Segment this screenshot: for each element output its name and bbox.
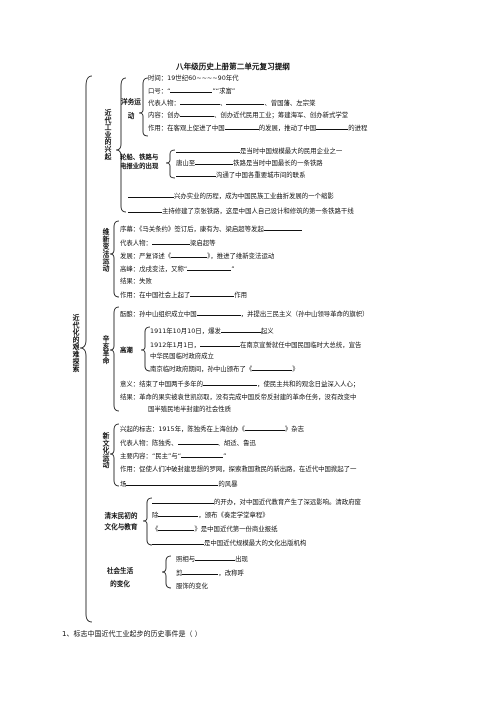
yangwu-time: 时间：19世纪60~~~~90年代 [148,74,239,82]
main-bracket [79,75,93,623]
xinhai-climax-4: 南京临时政府期间，孙中山颁布了《》 [150,365,299,373]
reform-develop: 发展：严复译述《》，推进了维新变法运动 [120,252,275,260]
page-title: 八年级历史上册第二单元复习提纲 [176,62,290,71]
social-label-2: 的变化 [110,580,130,588]
xinhai-meaning: 意义：结束了中国两千多年的，使民主共和的观念日益深入人心； [120,380,360,388]
industry-bracket [115,77,127,213]
ships-label-1: 轮船、铁路与 [120,153,159,161]
education-bracket [142,497,153,546]
xinhai-climax-3: 中华民国临时政府成立 [150,352,214,360]
culture-start: 兴起的标志：1915年，陈独秀在上海创办《》杂志 [120,425,305,433]
ships-line3: 沟通了中国各重要城市间的联系 [176,170,305,179]
reform-bracket [109,220,120,298]
xinhai-climax-bracket [140,326,151,372]
culture-figures: 代表人物：陈独秀、、胡适、鲁迅 [120,439,256,447]
yangwu-figures: 代表人物：、、曾国藩、左宗棠 [148,99,316,107]
ships-bracket [165,149,176,179]
reform-preface: 序幕：《马关条约》签订后，康有为、梁启超等发起 [120,224,302,233]
xinhai-result1: 结果：革命的果实被袁世凯窃取，没有完成中国反帝反封建的革命任务，没有改变中 [120,393,357,401]
industry-label: 近代工业的兴起 [103,109,111,161]
culture-label: 新文化运动 [101,432,109,469]
yangwu-content: 内容：创办、创办近代民用工业；筹建海军、创办新式学堂 [148,111,349,119]
social-line3: 服饰的变化 [176,582,208,590]
social-label-1: 社会生活 [106,567,134,575]
social-bracket [161,555,172,589]
yangwu-effect: 作用：在客观上促进了中国的发展，推动了中国的进程 [148,124,368,132]
education-label-1: 清末民初的 [104,512,138,520]
industry-footer1: 兴办实业的历程，成为中国民族工业曲折发展的一个缩影 [128,191,334,200]
education-line2: 除，颁布《奏定学堂章程》 [152,511,269,519]
ships-label-2: 电报业的出现 [120,162,159,170]
ships-line2: 唐山至铁路是当时中国最长的一条铁路 [176,159,323,167]
xinhai-label: 辛亥革命 [101,335,109,365]
education-line3: 《》是中国近代第一份商业报纸 [152,525,278,533]
culture-content: 主要内容：“民主”与“” [120,452,227,460]
main-label: 近代化的艰难探索 [71,314,79,373]
culture-effect-1: 作用：促使人们冲破封建思想的罗网，探索救国救民的新出路，在近代中国掀起了一 [120,465,357,473]
ships-line1: 是当时中国规模最大的民用企业之一 [176,146,342,155]
reform-effect: 作用：在中国社会上起了作用 [120,291,248,299]
yangwu-bracket [138,77,149,137]
yangwu-label: 洋务运动 [121,98,141,120]
yangwu-slogan: 口号：“”“求富” [148,87,236,95]
industry-footer2: 主持修建了京张铁路，这是中国人自己设计和修筑的第一条铁路干线 [128,206,354,215]
xinhai-bracket [109,306,120,412]
reform-climax: 高峰：戊戌变法，又称“” [120,265,235,273]
xinhai-climax-1: 1911年10月10日，爆发起义 [150,327,274,335]
education-line4: 是中国近代规模最大的文化出版机构 [152,538,306,547]
question-1: 1、标志中国近代工业起步的历史事件是（ ） [62,630,202,638]
education-label-2: 文化与教育 [104,523,138,531]
social-line1: 照相与出现 [176,555,248,563]
social-line2: 剪，改称呼 [176,569,244,577]
xinhai-climax-label: 高潮 [120,346,133,354]
reform-result: 结果：失败 [120,277,152,285]
education-line1: 的开办，对中国近代教育产生了深远影响。清政府废 [152,497,361,506]
xinhai-prelude: 酝酿：孙中山组织成立中国，并提出三民主义（孙中山领导革命的旗帜） [120,310,369,318]
xinhai-climax-2: 1912年1月1日，在南京宣誓就任中国民国临时大总统，宣告 [150,341,362,349]
culture-bracket [109,423,120,487]
culture-effect-2: 场的风暴 [120,480,238,488]
xinhai-result2: 国半殖民地半封建的社会性质 [148,405,232,413]
reform-label: 维新变法运动 [101,228,109,272]
reform-figures: 代表人物：梁启超等 [120,239,216,247]
